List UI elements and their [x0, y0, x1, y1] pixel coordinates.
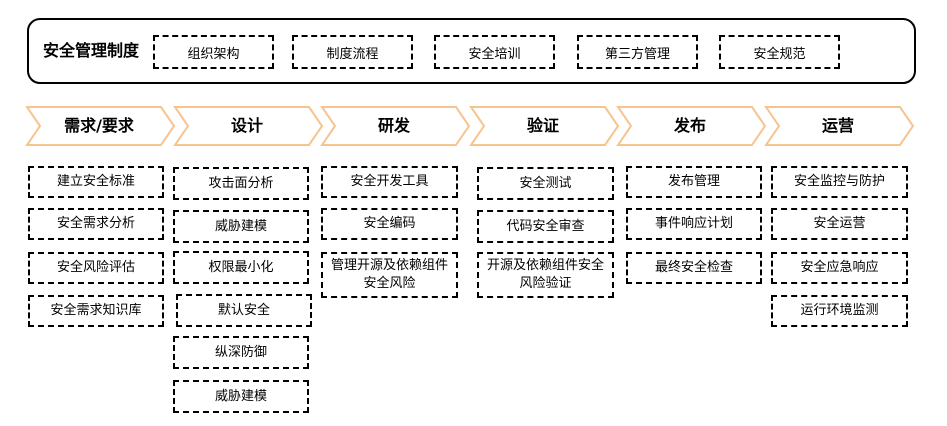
requirements-item: 安全需求知识库 — [28, 295, 164, 327]
design-item: 权限最小化 — [173, 251, 309, 284]
design-item: 威胁建模 — [173, 210, 309, 243]
management-item-process: 制度流程 — [292, 35, 413, 69]
design-item: 威胁建模 — [173, 380, 309, 413]
development-item: 安全编码 — [321, 208, 458, 240]
management-system-title: 安全管理制度 — [43, 41, 140, 60]
management-item-training: 安全培训 — [434, 35, 555, 69]
requirements-item: 建立安全标准 — [28, 166, 164, 198]
phase-chevron-operations — [764, 106, 915, 146]
management-system-panel: 安全管理制度 组织架构 制度流程 安全培训 第三方管理 安全规范 — [27, 18, 916, 84]
phase-chevron-verification — [469, 106, 620, 146]
management-item-org-structure: 组织架构 — [153, 35, 274, 69]
verification-item: 安全测试 — [477, 167, 614, 200]
design-item: 默认安全 — [176, 294, 312, 327]
phase-label-verification: 验证 — [526, 116, 559, 135]
phase-label-design: 设计 — [230, 116, 263, 135]
release-item: 最终安全检查 — [626, 252, 762, 284]
development-item: 安全开发工具 — [321, 166, 458, 198]
phase-chevron-requirements — [25, 106, 176, 146]
design-item: 纵深防御 — [173, 336, 309, 369]
operations-item: 安全运营 — [771, 208, 908, 240]
operations-item: 安全监控与防护 — [771, 166, 908, 198]
operations-item: 运行环境监测 — [771, 295, 908, 327]
phase-chevron-development — [320, 106, 471, 146]
phase-chevron-release — [616, 106, 767, 146]
phase-chevron-design — [173, 106, 324, 146]
verification-item: 代码安全审查 — [477, 210, 614, 243]
development-item: 管理开源及依赖组件安全风险 — [321, 252, 458, 298]
requirements-item: 安全需求分析 — [28, 208, 164, 240]
phase-label-operations: 运营 — [821, 116, 854, 135]
release-item: 事件响应计划 — [626, 208, 762, 240]
management-item-standards: 安全规范 — [719, 35, 840, 69]
phase-label-release: 发布 — [673, 116, 706, 135]
operations-item: 安全应急响应 — [771, 252, 908, 284]
phase-label-requirements: 需求/要求 — [64, 116, 134, 135]
phase-label-development: 研发 — [377, 116, 410, 135]
design-item: 攻击面分析 — [173, 167, 309, 200]
management-item-third-party: 第三方管理 — [577, 35, 698, 69]
verification-item: 开源及依赖组件安全风险验证 — [477, 252, 614, 298]
release-item: 发布管理 — [626, 166, 762, 198]
requirements-item: 安全风险评估 — [28, 252, 164, 284]
